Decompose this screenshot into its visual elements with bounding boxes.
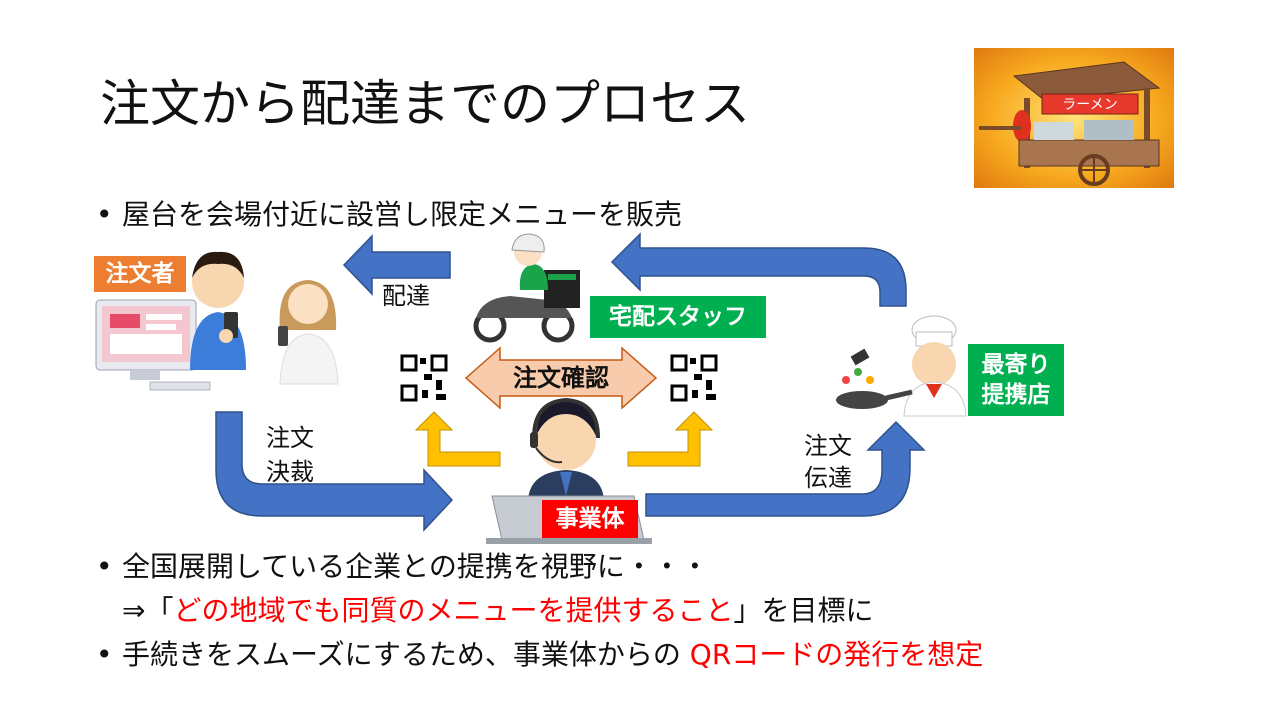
bullet-1: • 屋台を会場付近に設営し限定メニューを販売 <box>96 196 682 234</box>
qr-left-arrow <box>414 411 501 467</box>
chef-illustration <box>836 315 967 417</box>
transmit-arrow <box>645 420 926 517</box>
payment-arrow <box>215 411 454 532</box>
delivery-label: 配達 <box>382 282 430 310</box>
bullet-dot: • <box>96 198 113 231</box>
qr-code-left <box>396 350 452 406</box>
bullet-dot: • <box>96 638 113 671</box>
woman-with-phone-illustration <box>278 280 339 385</box>
stall-sign-text: ラーメン <box>1062 97 1117 113</box>
qr-code-right <box>666 350 722 406</box>
store-tag-line2: 提携店 <box>981 382 1051 408</box>
man-with-phone-illustration <box>190 251 246 370</box>
delivery-staff-tag: 宅配スタッフ <box>590 296 766 338</box>
bullet-2: • 全国展開している企業との提携を視野に・・・ <box>96 548 709 586</box>
delivery-scooter-illustration <box>473 233 580 343</box>
transmit-label-2: 伝達 <box>804 464 852 492</box>
ramen-stall-image: ラーメン <box>974 48 1174 188</box>
goal-suffix: 」を目標に <box>733 594 874 627</box>
business-tag: 事業体 <box>542 500 638 538</box>
order-confirm-label: 注文確認 <box>513 364 609 392</box>
store-tag-line1: 最寄り <box>981 352 1051 378</box>
bullet-1-text: 屋台を会場付近に設営し限定メニューを販売 <box>122 198 683 231</box>
qr-right-arrow <box>627 411 714 467</box>
store-to-staff-arrow <box>610 232 907 307</box>
operator-illustration <box>528 397 604 500</box>
order-confirm-arrow <box>464 346 658 410</box>
payment-label-1: 注文 <box>266 424 314 452</box>
bullet-dot: • <box>96 550 113 583</box>
bullet-3: • 手続きをスムーズにするため、事業体からの QRコードの発行を想定 <box>96 636 983 674</box>
goal-line: ⇒「どの地域でも同質のメニューを提供すること」を目標に <box>122 592 874 630</box>
bullet-3-highlight: QRコードの発行を想定 <box>689 638 984 671</box>
page-title: 注文から配達までのプロセス <box>100 75 750 133</box>
goal-prefix: ⇒「 <box>122 594 174 627</box>
payment-label-2: 決裁 <box>266 458 314 486</box>
bullet-3-text: 手続きをスムーズにするため、事業体からの <box>122 638 690 671</box>
store-tag: 最寄り 提携店 <box>968 344 1064 416</box>
goal-highlight: どの地域でも同質のメニューを提供すること <box>173 594 734 627</box>
customer-tag: 注文者 <box>94 256 186 292</box>
transmit-label-1: 注文 <box>804 432 852 460</box>
bullet-2-text: 全国展開している企業との提携を視野に・・・ <box>122 550 709 583</box>
delivery-arrow <box>342 234 451 296</box>
pc-illustration <box>95 299 211 391</box>
